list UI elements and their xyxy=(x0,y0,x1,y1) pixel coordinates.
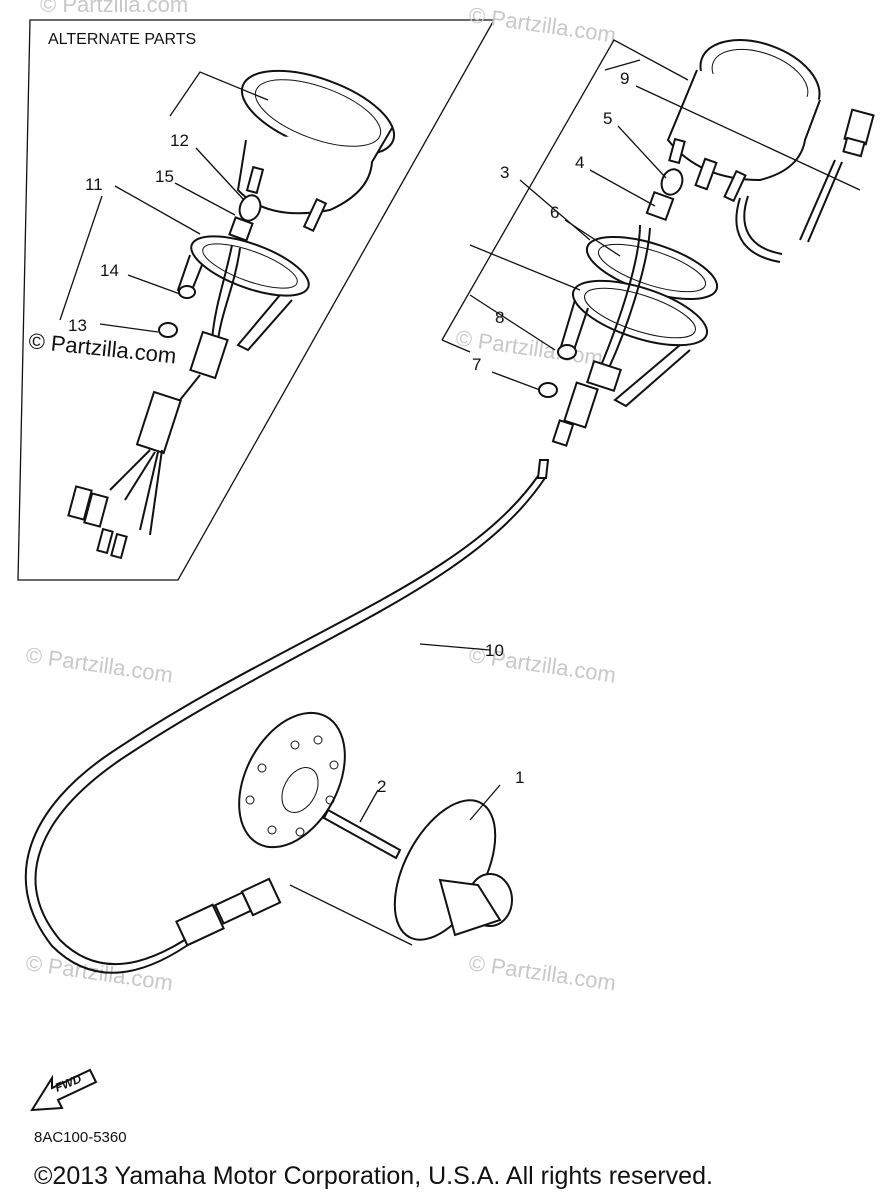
callout-10: 10 xyxy=(485,641,504,660)
callout-4: 4 xyxy=(575,153,584,172)
copyright-notice: ©2013 Yamaha Motor Corporation, U.S.A. A… xyxy=(34,1162,713,1190)
watermark: © Partzilla.com xyxy=(40,0,188,17)
callout-3: 3 xyxy=(500,163,509,182)
watermark: © Partzilla.com xyxy=(467,950,617,995)
gear-unit-illustration xyxy=(238,711,513,941)
callout-5: 5 xyxy=(603,109,612,128)
callout-labels: 1 2 3 4 5 6 7 8 9 10 11 12 13 14 15 xyxy=(68,69,629,796)
speedometer-cable-illustration xyxy=(24,459,550,974)
watermark: © Partzilla.com xyxy=(24,642,174,687)
watermark: © Partzilla.com xyxy=(467,2,617,47)
watermark-bold: © Partzilla.com xyxy=(27,328,177,368)
callout-13: 13 xyxy=(68,316,87,335)
callout-1: 1 xyxy=(515,768,524,787)
callout-12: 12 xyxy=(170,131,189,150)
fwd-arrow-icon: FWD xyxy=(30,1068,98,1112)
alt-meter-assembly-illustration xyxy=(67,69,396,560)
callout-8: 8 xyxy=(495,308,504,327)
callout-11: 11 xyxy=(85,175,103,194)
alternate-parts-frame: ALTERNATE PARTS xyxy=(17,19,496,581)
alternate-parts-label: ALTERNATE PARTS xyxy=(48,31,196,48)
diagram-code: 8AC100-5360 xyxy=(34,1129,127,1146)
callout-14: 14 xyxy=(100,261,119,280)
alt-leader-lines xyxy=(59,71,269,333)
main-leader-lines xyxy=(441,39,861,391)
meter-assembly-illustration xyxy=(538,39,875,447)
callout-7: 7 xyxy=(472,355,481,374)
callout-2: 2 xyxy=(377,777,386,796)
callout-9: 9 xyxy=(620,69,629,88)
callout-15: 15 xyxy=(155,167,174,186)
callout-6: 6 xyxy=(550,203,559,222)
